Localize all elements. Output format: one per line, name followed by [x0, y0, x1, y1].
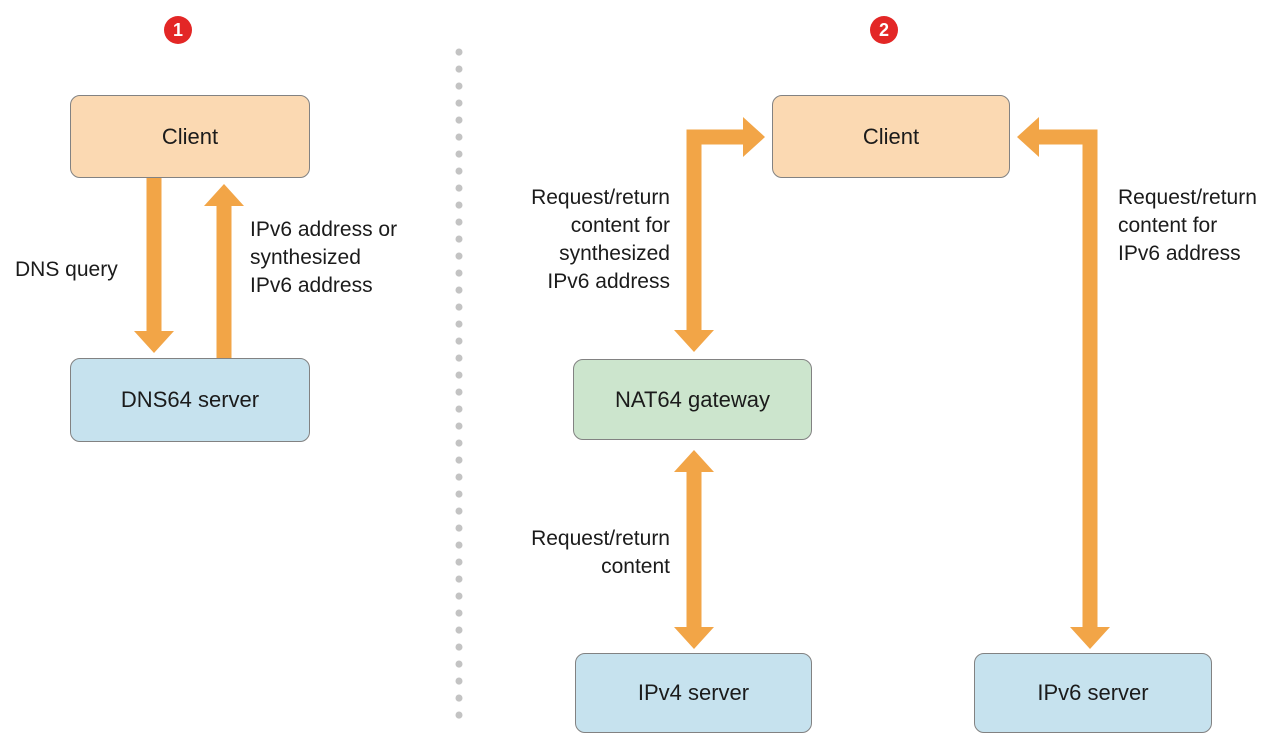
synthesized-request-label: Request/return content for synthesized I…	[531, 186, 670, 293]
dns-query-label: DNS query	[15, 258, 118, 281]
client-ipv6-arrow-icon	[1017, 117, 1110, 649]
step-2-badge: 2	[870, 16, 898, 44]
nat64-ipv4-arrow-icon	[674, 450, 714, 649]
ipv6-server-node: IPv6 server	[974, 653, 1212, 733]
client-node-2: Client	[772, 95, 1010, 178]
client-node-1: Client	[70, 95, 310, 178]
ipv4-server-node: IPv4 server	[575, 653, 812, 733]
ipv6-response-arrow-icon	[204, 184, 244, 358]
dns-query-arrow-icon	[134, 178, 174, 353]
step-1-badge: 1	[164, 16, 192, 44]
nat64-gateway-node: NAT64 gateway	[573, 359, 812, 440]
ipv6-request-label: Request/return content for IPv6 address	[1118, 186, 1257, 265]
client-nat64-arrow-icon	[674, 117, 765, 352]
dns64-server-node: DNS64 server	[70, 358, 310, 442]
content-request-label: Request/return content	[531, 527, 670, 578]
ipv6-response-label: IPv6 address or synthesized IPv6 address	[250, 218, 398, 297]
